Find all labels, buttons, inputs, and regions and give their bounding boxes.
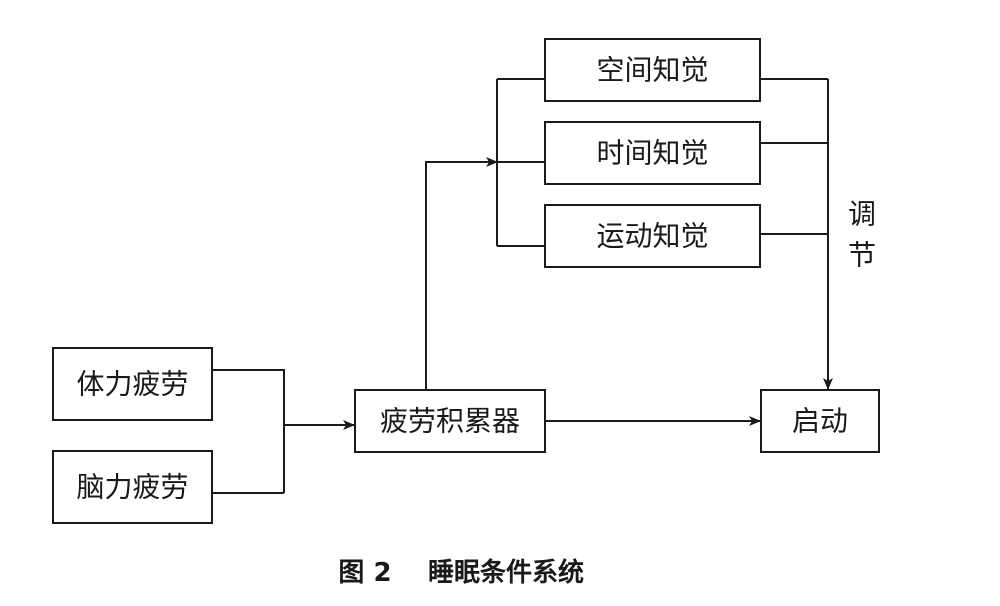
node-temporal-perception-label: 时间知觉 bbox=[596, 137, 708, 170]
node-spatial-perception-label: 空间知觉 bbox=[596, 54, 708, 87]
node-mental-fatigue: 脑力疲劳 bbox=[52, 450, 213, 524]
node-mental-fatigue-label: 脑力疲劳 bbox=[76, 471, 188, 504]
node-activation: 启动 bbox=[760, 389, 880, 453]
edge-accumulator-to-perception bbox=[425, 157, 498, 390]
node-fatigue-accumulator-label: 疲劳积累器 bbox=[380, 405, 520, 438]
regulation-label-bottom: 节 bbox=[848, 239, 876, 272]
node-physical-fatigue: 体力疲劳 bbox=[52, 347, 213, 421]
regulation-label-top: 调 bbox=[848, 198, 876, 231]
node-physical-fatigue-label: 体力疲劳 bbox=[76, 368, 188, 401]
figure-title: 睡眠条件系统 bbox=[428, 557, 584, 588]
node-activation-label: 启动 bbox=[792, 405, 848, 438]
node-fatigue-accumulator: 疲劳积累器 bbox=[354, 389, 546, 453]
node-motion-perception-label: 运动知觉 bbox=[596, 220, 708, 253]
node-motion-perception: 运动知觉 bbox=[544, 204, 761, 268]
edge-physical-fatigue-to-merge bbox=[212, 369, 285, 493]
figure-number: 图 2 bbox=[338, 558, 391, 588]
node-temporal-perception: 时间知觉 bbox=[544, 121, 761, 185]
node-spatial-perception: 空间知觉 bbox=[544, 38, 761, 102]
